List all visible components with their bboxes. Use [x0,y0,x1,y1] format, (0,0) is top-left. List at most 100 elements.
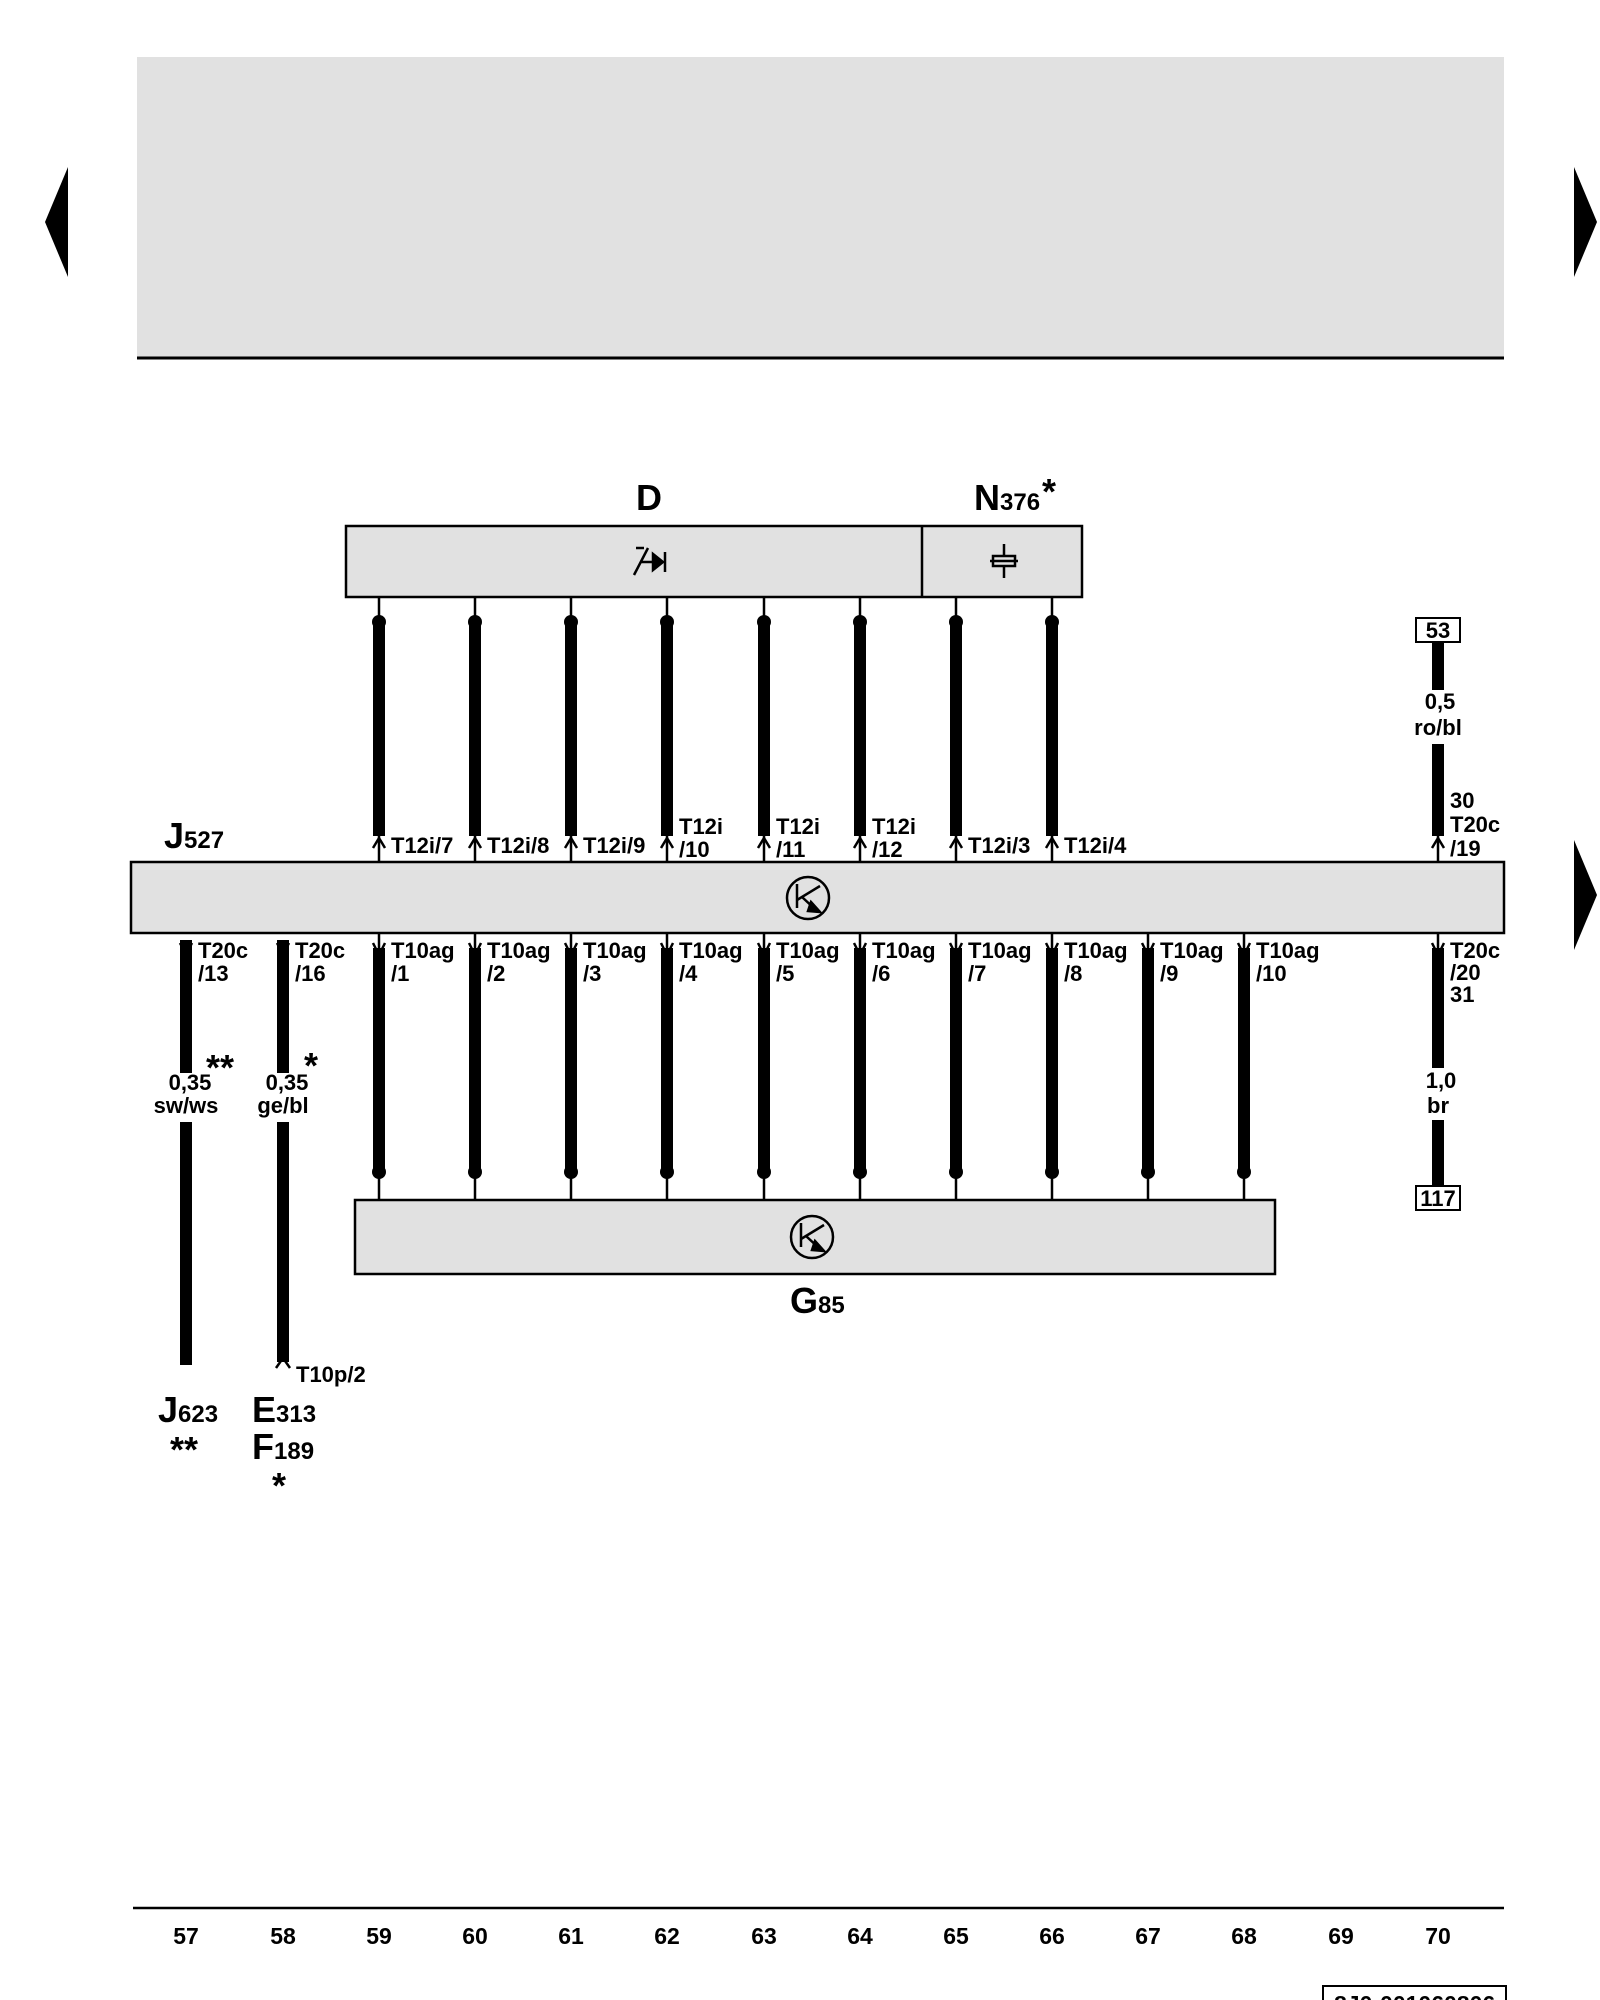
bottom-pin-number: /5 [776,961,794,986]
pin-arrow [948,835,964,849]
bottom-pin-label: T10ag [487,938,551,963]
pin-arrow [1044,835,1060,849]
pin-arrow [1140,942,1156,958]
bottom-pin-label: T10ag [968,938,1032,963]
column-number: 57 [173,1923,199,1949]
wire-e313-color: ge/bl [257,1093,308,1118]
document-id: 8J0-001060806 [1334,1991,1495,2000]
component-J623-footnote: ** [170,1429,198,1470]
bottom-pin-label: T10ag [1064,938,1128,963]
bottom-pin-label: T10ag [1256,938,1320,963]
wire-terminal-30-number: 30 [1450,788,1474,813]
bottom-pin-label: T10ag [1160,938,1224,963]
wire-terminal-31-pin: T20c [1450,938,1500,963]
column-number: 65 [943,1923,969,1949]
component-E313-label: E313 [252,1389,316,1430]
dimmer-icon [632,546,667,576]
pin-arrow [467,942,483,958]
top-pin-label: T12i/9 [583,833,645,858]
wire-j623-footnote: ** [206,1047,234,1088]
bottom-pin-number: /7 [968,961,986,986]
pin-arrow [948,942,964,958]
wire-e313 [274,940,292,1369]
wire-terminal-30-color: ro/bl [1414,715,1462,740]
wire-terminal-30-size: 0,5 [1425,689,1456,714]
wire-e313-pin: T20c [295,938,345,963]
column-number: 58 [270,1923,296,1949]
column-number: 63 [751,1923,777,1949]
wire-e313-size: 0,35 [266,1070,309,1095]
bottom-pin-label: T10ag [583,938,647,963]
component-N376-label: N376* [974,471,1056,518]
column-number: 70 [1425,1923,1451,1949]
bottom-pin-label: T10ag [391,938,455,963]
steering-angle-sensor-icon [789,1214,835,1260]
wire-e313-footnote: * [304,1045,318,1086]
ref-box-53-label: 53 [1426,618,1450,643]
wire-j623-pin-number: /13 [198,961,229,986]
column-number: 62 [654,1923,680,1949]
component-J527-label: J527 [164,815,224,856]
pin-arrow [1236,942,1252,958]
next-section-arrow-icon[interactable] [1574,840,1597,950]
bottom-pin-number: /2 [487,961,505,986]
connector-t10p-label: T10p/2 [296,1362,366,1387]
bottom-pin-number: /8 [1064,961,1082,986]
pin-arrow [659,942,675,958]
column-number: 61 [558,1923,584,1949]
pin-arrow [756,835,772,849]
solenoid-icon [990,544,1018,578]
bottom-pin-number: /1 [391,961,409,986]
top-pin-label: T12i/8 [487,833,549,858]
top-pin-label: T12i/3 [968,833,1030,858]
wire-j623-pin: T20c [198,938,248,963]
top-pin-label: T12i/4 [1064,833,1127,858]
bottom-pin-label: T10ag [679,938,743,963]
component-J623-label: J623 [158,1389,218,1430]
steering-wheel-icon [785,875,831,921]
pin-arrow [852,835,868,849]
pin-arrow [1044,942,1060,958]
wire-j623 [178,940,194,1365]
column-number: 68 [1231,1923,1257,1949]
wire-terminal-31 [1430,933,1446,1186]
wire-terminal-30-pin-number: /19 [1450,836,1481,861]
pin-arrow [563,835,579,849]
column-number: 59 [366,1923,392,1949]
pin-arrow [371,835,387,849]
prev-page-arrow-icon[interactable] [45,167,68,277]
bottom-pin-number: /10 [1256,961,1287,986]
ref-box-117-label: 117 [1420,1186,1456,1211]
wire-terminal-30-pin: T20c [1450,812,1500,837]
top-pin-label: T12i [776,814,820,839]
bottom-pin-number: /9 [1160,961,1178,986]
bottom-pin-number: /6 [872,961,890,986]
ref-box-53[interactable] [1415,617,1461,643]
component-F189-label: F189 [252,1426,314,1467]
pin-arrow [659,835,675,849]
bottom-wires: T10ag/1T10ag/2T10ag/3T10ag/4T10ag/5T10ag… [371,933,1320,1200]
top-pin-number: /11 [776,837,805,862]
top-pin-number: /10 [679,837,710,862]
top-pin-label: T12i [679,814,723,839]
column-number: 67 [1135,1923,1161,1949]
column-number: 66 [1039,1923,1065,1949]
wire-j623-size: 0,35 [169,1070,212,1095]
pin-arrow [756,942,772,958]
bottom-pin-label: T10ag [872,938,936,963]
wire-terminal-31-pin-number: /20 [1450,960,1481,985]
header-panel [137,57,1504,358]
top-pin-label: T12i/7 [391,833,453,858]
pin-arrow [852,942,868,958]
pin-arrow [371,942,387,958]
column-number: 60 [462,1923,488,1949]
ref-box-117[interactable] [1415,1185,1461,1211]
next-page-arrow-icon[interactable] [1574,167,1597,277]
wire-j623-color: sw/ws [154,1093,219,1118]
document-id-box [1322,1985,1507,2000]
pin-arrow [467,835,483,849]
component-G85 [353,1198,1277,1276]
